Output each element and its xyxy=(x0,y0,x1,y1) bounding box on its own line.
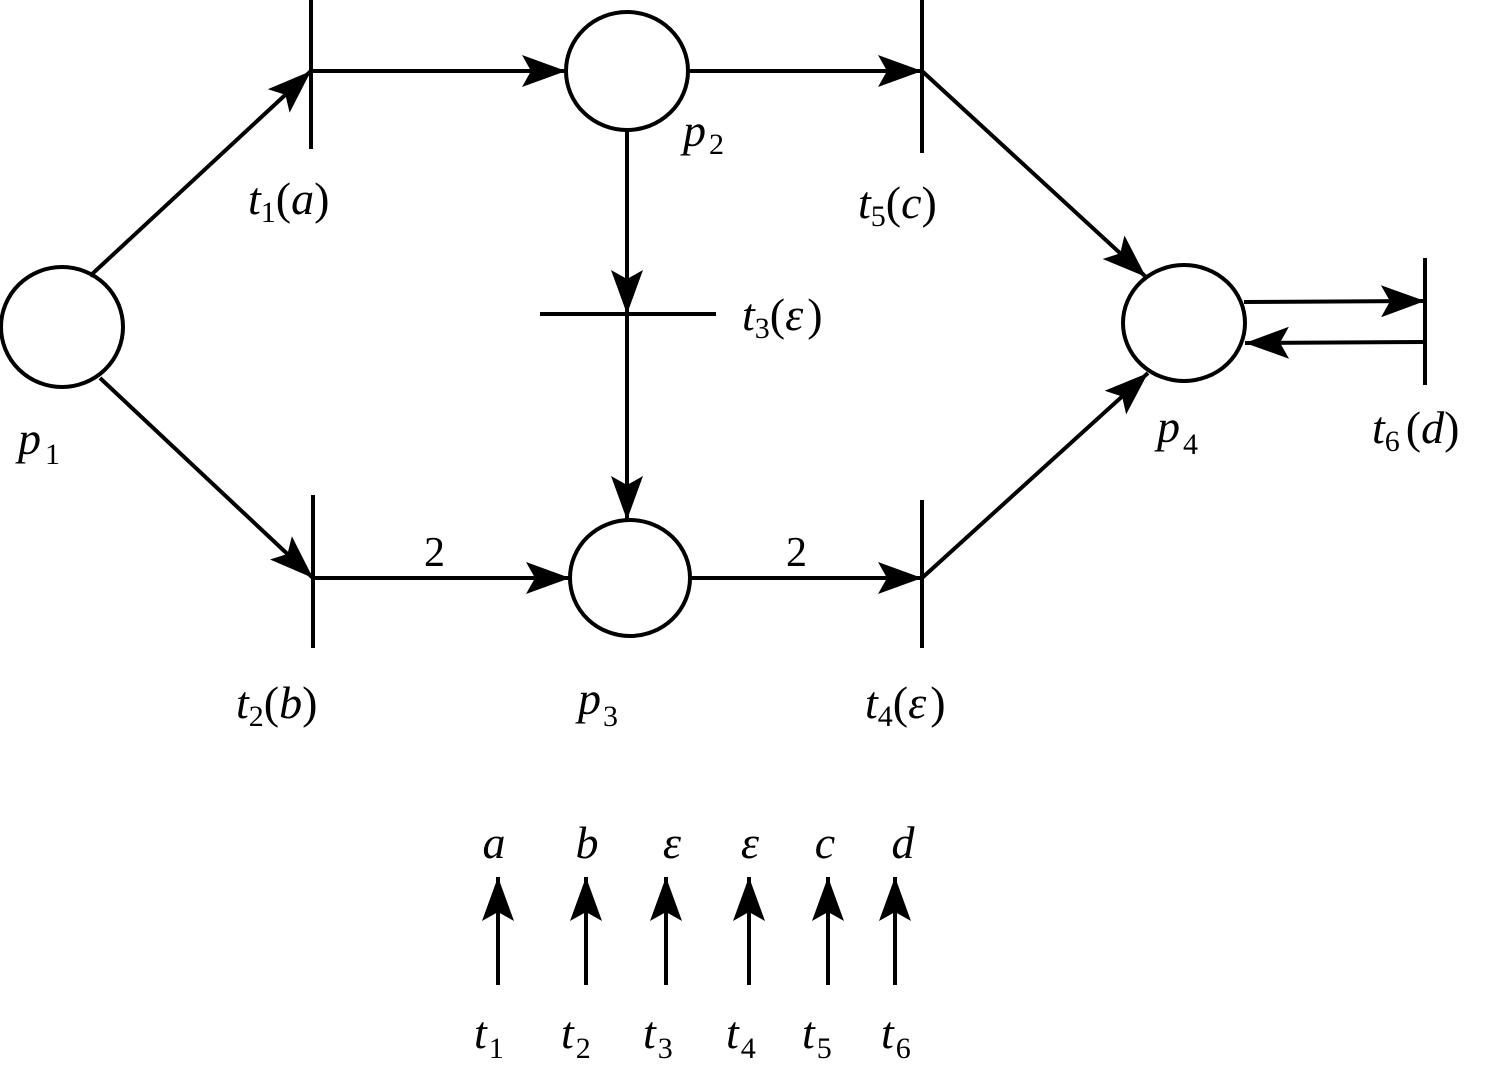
labeling-map-item: a t1 xyxy=(474,817,514,1065)
event-label: ε xyxy=(741,817,760,868)
labeling-map-item: ε t4 xyxy=(726,817,765,1065)
place-p4 xyxy=(1121,263,1247,383)
arc-p4-t6 xyxy=(1243,285,1426,318)
arc-weight-p3-t4: 2 xyxy=(786,530,807,576)
label-t4: t4(ε) xyxy=(865,677,946,733)
event-label: ε xyxy=(663,817,682,868)
event-label: b xyxy=(576,817,599,868)
place-p2 xyxy=(564,10,690,132)
label-t2: t2(b) xyxy=(236,677,317,733)
labeling-map-item: ε t3 xyxy=(643,817,682,1065)
place-p1 xyxy=(0,265,125,389)
labeling-map: a t1 b t2 ε t3 ε t4 c t5 d t6 xyxy=(474,817,916,1065)
transition-name: t3 xyxy=(643,1007,673,1065)
arc-t4-p4 xyxy=(920,371,1150,580)
arc-t6-p4 xyxy=(1244,326,1426,359)
event-label: c xyxy=(815,817,835,868)
label-p3: p3 xyxy=(575,673,618,733)
labeling-map-item: c t5 xyxy=(802,817,844,1065)
transition-name: t4 xyxy=(726,1007,756,1065)
event-label: a xyxy=(483,817,506,868)
transition-name: t1 xyxy=(474,1007,504,1065)
place-p3 xyxy=(568,518,692,638)
label-t6: t6(d) xyxy=(1372,402,1459,458)
arc-p1-t2 xyxy=(98,376,315,580)
arc-t5-p4 xyxy=(920,69,1148,279)
label-t5: t5(c) xyxy=(858,177,937,233)
transition-name: t5 xyxy=(802,1007,832,1065)
transition-name: t2 xyxy=(561,1007,591,1065)
labeling-map-item: b t2 xyxy=(561,817,602,1065)
arc-weight-t2-p3: 2 xyxy=(424,530,445,576)
arc-p1-t1 xyxy=(88,69,313,278)
labeling-map-item: d t6 xyxy=(879,817,916,1065)
transition-name: t6 xyxy=(881,1007,911,1065)
event-label: d xyxy=(892,817,916,868)
label-t1: t1(a) xyxy=(248,173,329,229)
label-t3: t3(ε) xyxy=(742,289,823,345)
